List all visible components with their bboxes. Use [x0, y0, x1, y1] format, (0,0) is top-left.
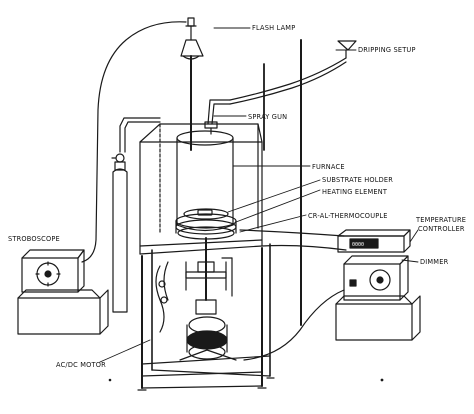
gas-cylinder — [111, 117, 161, 313]
label-controller: CONTROLLER — [418, 225, 465, 233]
temperature-controller — [337, 229, 411, 253]
label-motor: AC/DC MOTOR — [56, 361, 106, 369]
label-spray-gun: SPRAY GUN — [248, 113, 287, 121]
label-stroboscope: STROBOSCOPE — [8, 235, 60, 243]
label-thermocouple: Cr-Al-THERMOCOUPLE — [308, 212, 388, 220]
heating-element — [175, 213, 237, 240]
motor-body — [179, 299, 237, 361]
label-heating-element: HEATING ELEMENT — [322, 188, 388, 196]
label-substrate-holder: SUBSTRATE HOLDER — [322, 176, 393, 184]
thermocouple-wires — [239, 229, 347, 251]
label-temperature: TEMPERATURE — [415, 216, 466, 224]
furnace-enclosure — [139, 123, 263, 255]
flash-lamp — [180, 17, 204, 151]
label-furnace: FURNACE — [312, 163, 345, 171]
label-flash-lamp: FLASH LAMP — [252, 24, 295, 32]
stroboscope — [17, 249, 109, 335]
leader-lines — [99, 27, 419, 363]
dimmer — [335, 255, 421, 341]
drive-shaft — [155, 237, 233, 333]
dripping-setup — [229, 39, 357, 326]
controller-display: 0000 — [352, 242, 364, 248]
substrate-holder — [183, 208, 229, 220]
spray-gun — [204, 99, 231, 135]
stroboscope-cable — [81, 21, 187, 263]
label-dimmer: DIMMER — [420, 258, 449, 266]
label-dripping-setup: DRIPPING SETUP — [358, 46, 416, 54]
lower-frame — [137, 243, 275, 391]
dimmer-cable — [243, 289, 345, 361]
